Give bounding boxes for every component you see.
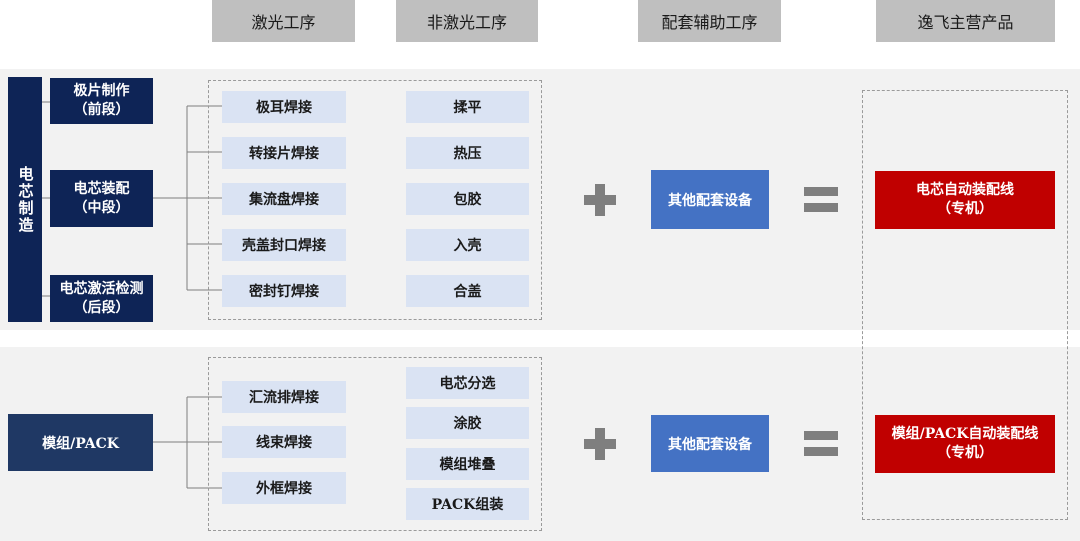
- plus-icon: [584, 428, 616, 460]
- header-main-products: 逸飞主营产品: [876, 0, 1055, 42]
- nonlaser-step-casing: 入壳: [406, 229, 529, 261]
- nonlaser-step-module-stacking: 模组堆叠: [406, 448, 529, 480]
- laser-step-adapter-welding: 转接片焊接: [222, 137, 346, 169]
- laser-step-frame-welding: 外框焊接: [222, 472, 346, 504]
- products-group: [862, 90, 1068, 520]
- support-equipment-box: 其他配套设备: [651, 415, 769, 472]
- laser-step-tab-welding: 极耳焊接: [222, 91, 346, 123]
- stage-electrode-making: 极片制作 （前段）: [50, 78, 153, 124]
- nonlaser-step-hot-pressing: 热压: [406, 137, 529, 169]
- header-non-laser-process: 非激光工序: [396, 0, 538, 42]
- cell-manufacturing-label: 电芯制造: [8, 77, 42, 322]
- cell-process-group: [208, 80, 542, 320]
- stage-cell-assembly: 电芯装配 （中段）: [50, 170, 153, 227]
- nonlaser-step-pack-assembly: PACK组装: [406, 488, 529, 520]
- stage-cell-activation-test: 电芯激活检测 （后段）: [50, 275, 153, 322]
- header-support-process: 配套辅助工序: [638, 0, 781, 42]
- product-cell-assembly-line: 电芯自动装配线 （专机）: [875, 171, 1055, 229]
- nonlaser-step-flattening: 揉平: [406, 91, 529, 123]
- plus-icon: [584, 184, 616, 216]
- header-laser-process: 激光工序: [212, 0, 355, 42]
- laser-step-harness-welding: 线束焊接: [222, 426, 346, 458]
- equals-icon: [804, 431, 838, 457]
- nonlaser-step-taping: 包胶: [406, 183, 529, 215]
- module-process-group: [208, 357, 542, 531]
- laser-step-cap-seal-welding: 壳盖封口焊接: [222, 229, 346, 261]
- nonlaser-step-capping: 合盖: [406, 275, 529, 307]
- laser-step-seal-pin-welding: 密封钉焊接: [222, 275, 346, 307]
- support-equipment-box: 其他配套设备: [651, 170, 769, 229]
- module-pack-label: 模组/PACK: [8, 414, 153, 471]
- laser-step-busbar-welding: 汇流排焊接: [222, 381, 346, 413]
- product-module-pack-line: 模组/PACK自动装配线 （专机）: [875, 415, 1055, 473]
- equals-icon: [804, 187, 838, 213]
- laser-step-collector-welding: 集流盘焊接: [222, 183, 346, 215]
- nonlaser-step-cell-sorting: 电芯分选: [406, 367, 529, 399]
- nonlaser-step-gluing: 涂胶: [406, 407, 529, 439]
